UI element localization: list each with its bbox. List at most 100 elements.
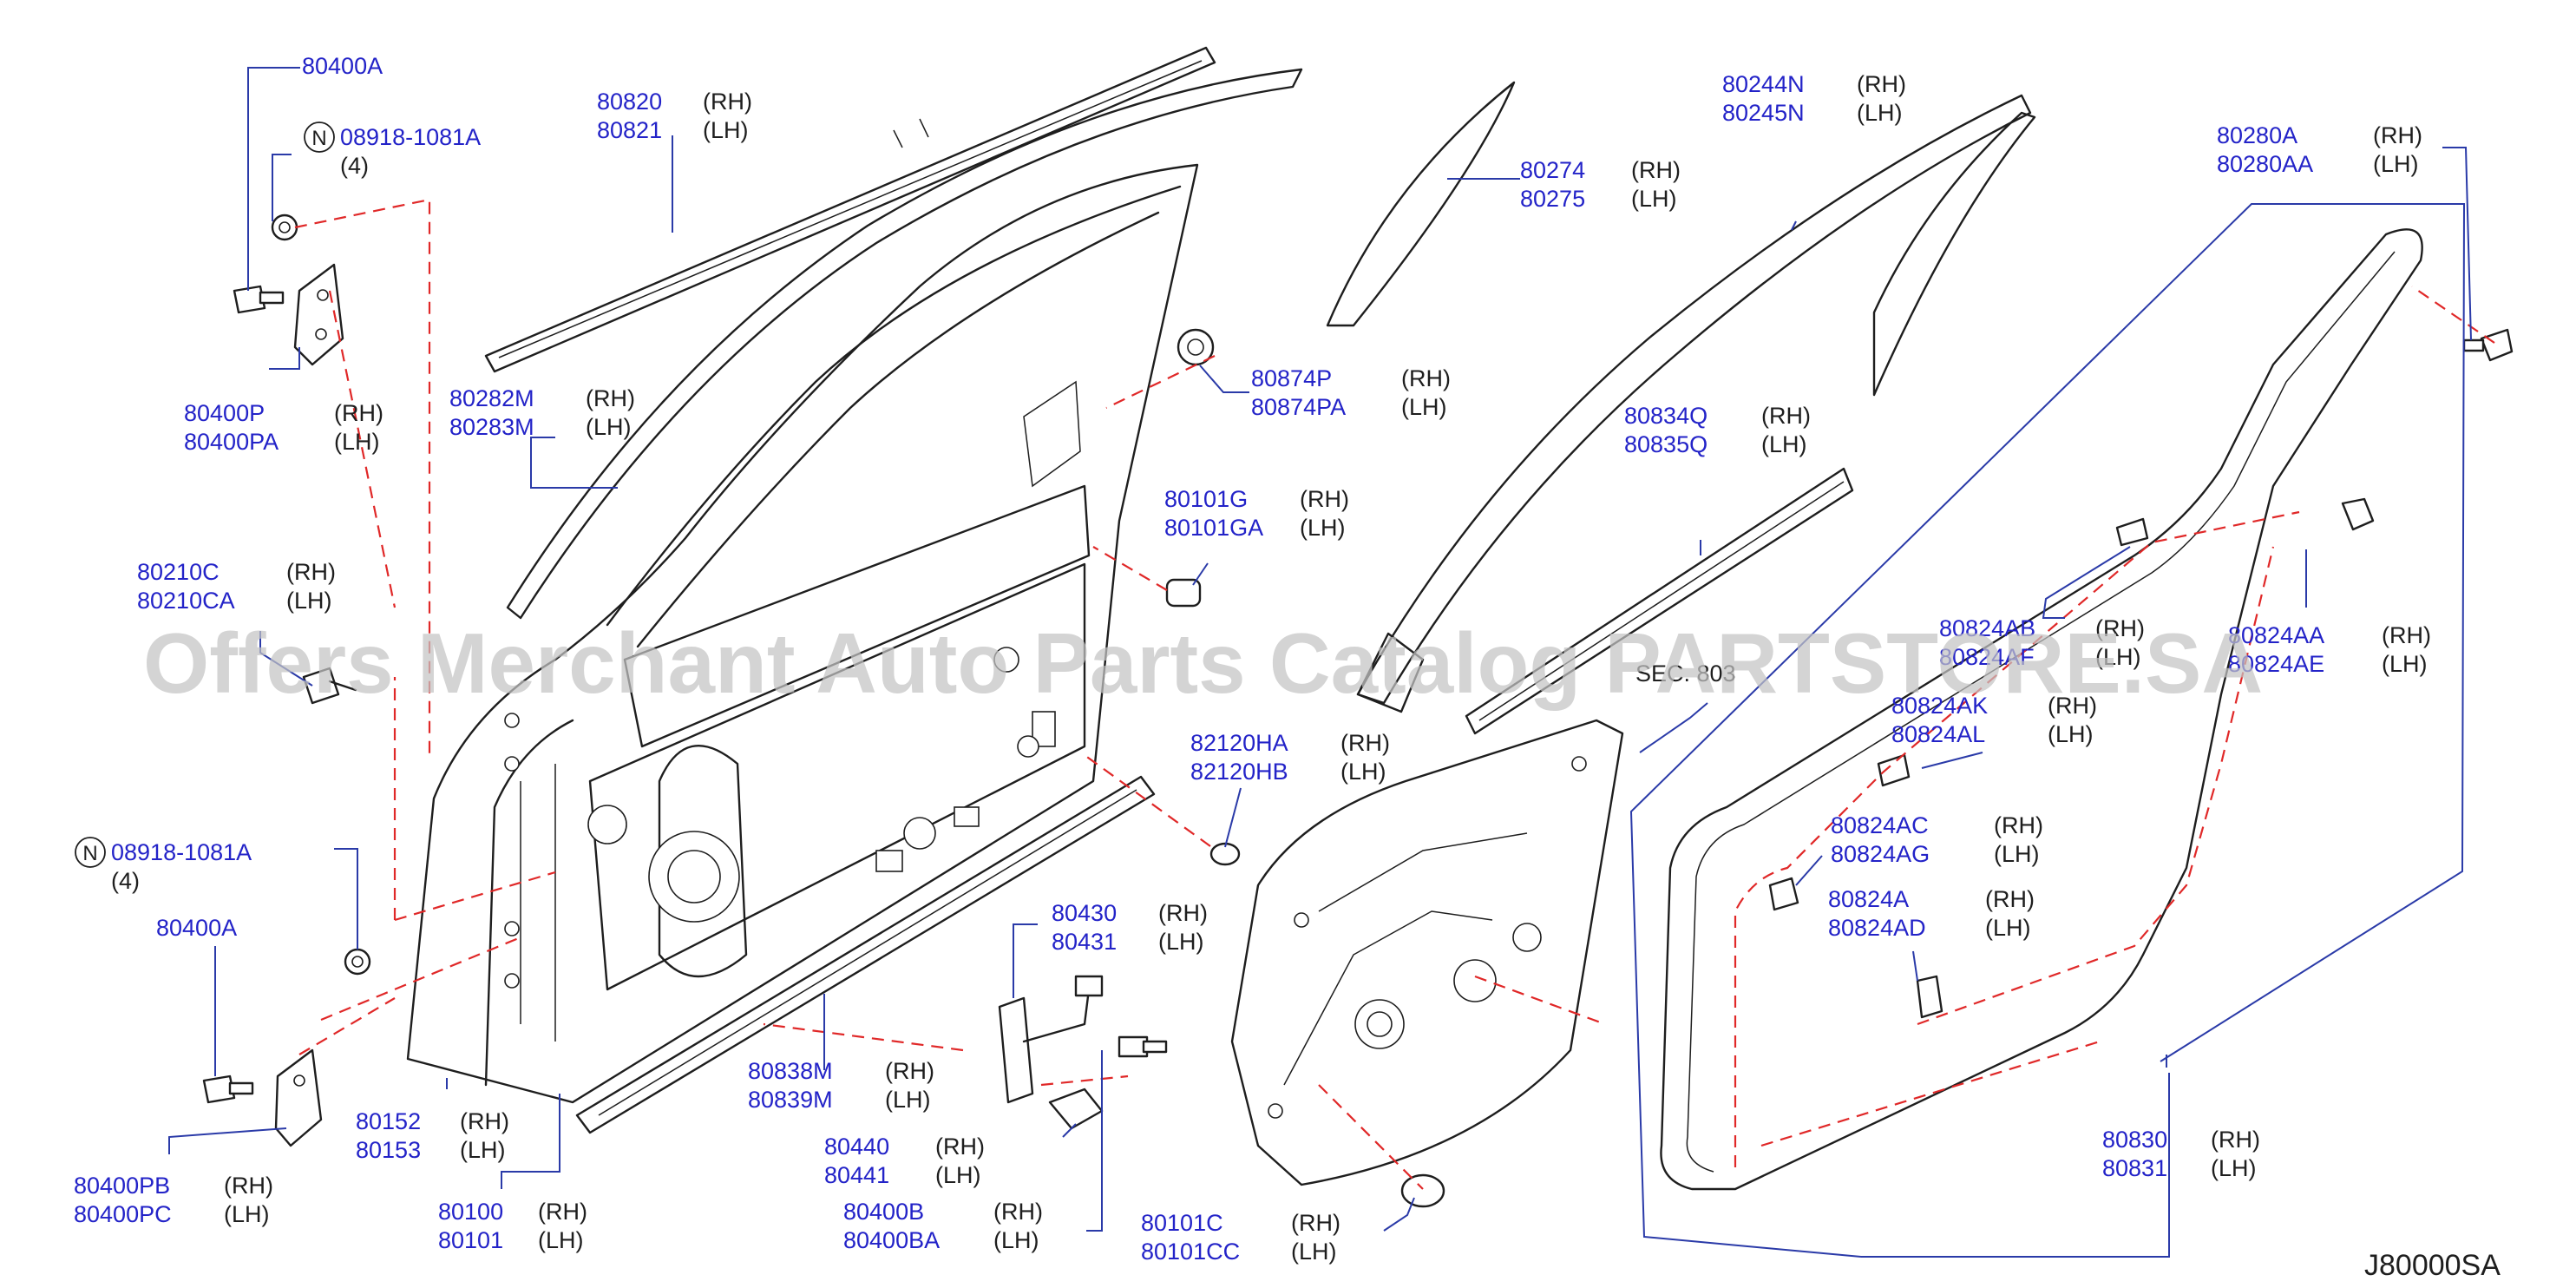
side-indicator: (LH) xyxy=(2095,644,2141,670)
diagram-code: J80000SA xyxy=(2364,1249,2501,1282)
side-indicator: (RH) xyxy=(2373,122,2422,148)
part-number: 80400A xyxy=(302,53,383,79)
side-indicator: (LH) xyxy=(1340,759,1386,785)
part-number: 80153 xyxy=(356,1137,421,1163)
side-indicator: (RH) xyxy=(1994,812,2043,838)
plug-part xyxy=(1209,842,1241,866)
part-number: 80824AG xyxy=(1831,841,1930,867)
side-indicator: (LH) xyxy=(1761,431,1807,457)
side-indicator: (LH) xyxy=(1291,1239,1337,1265)
part-number: 80839M xyxy=(748,1087,833,1113)
part-number: 80824AL xyxy=(1891,721,1985,747)
part-number: 80820 xyxy=(597,89,662,115)
hidden-lines xyxy=(294,198,2495,1190)
clip-80824AB-part xyxy=(2115,517,2149,547)
frame-garnish-part xyxy=(1326,81,1516,327)
part-number: 80430 xyxy=(1052,900,1117,926)
side-indicator: (RH) xyxy=(538,1199,587,1225)
part-number: 08918-1081A xyxy=(111,839,252,865)
side-indicator: (LH) xyxy=(286,588,332,614)
part-number: 80245N xyxy=(1722,100,1805,126)
part-number: 80274 xyxy=(1520,157,1585,183)
part-number: 80824AE xyxy=(2228,651,2324,677)
side-indicator: (RH) xyxy=(2095,615,2145,641)
side-indicator: (LH) xyxy=(460,1137,506,1163)
side-indicator: (RH) xyxy=(2211,1127,2260,1153)
side-indicator: (LH) xyxy=(224,1201,270,1227)
clip-80280A-part xyxy=(2462,328,2514,362)
side-indicator: (LH) xyxy=(1401,394,1447,420)
upper-hinge-nut-part xyxy=(271,214,298,241)
n-symbol-circle-icon xyxy=(304,122,335,153)
part-number: 80400A xyxy=(156,915,237,941)
part-number: 80824AK xyxy=(1891,693,1988,719)
window-moulding-outer-part xyxy=(484,46,1216,373)
side-indicator: (LH) xyxy=(1985,915,2031,941)
part-number: 80835Q xyxy=(1624,431,1708,457)
cap-part xyxy=(1048,1088,1104,1130)
side-indicator: (LH) xyxy=(1631,186,1677,212)
part-number: 80824AD xyxy=(1828,915,1926,941)
part-number: 80101 xyxy=(438,1227,503,1253)
leader-lines xyxy=(168,67,2472,1258)
side-indicator: (RH) xyxy=(1401,365,1451,391)
clip-80824AK-part xyxy=(1877,753,1911,787)
side-indicator: (RH) xyxy=(1761,403,1811,429)
part-number: 82120HA xyxy=(1190,730,1288,756)
side-indicator: (RH) xyxy=(1857,71,1906,97)
side-indicator: (RH) xyxy=(2048,693,2097,719)
side-indicator: (LH) xyxy=(586,414,632,440)
check-link-assy-part xyxy=(998,975,1104,1104)
part-number: 80400PA xyxy=(184,429,279,455)
n-symbol: N xyxy=(82,842,97,865)
side-indicator: (RH) xyxy=(460,1108,509,1134)
callout-c1: 80400A xyxy=(302,53,383,79)
part-number: 80152 xyxy=(356,1108,421,1134)
part-number: 80824AA xyxy=(2228,622,2324,648)
part-number: 80400PC xyxy=(74,1201,172,1227)
side-indicator: (LH) xyxy=(935,1162,981,1188)
lower-hinge-part xyxy=(274,1048,323,1147)
quantity: (4) xyxy=(340,153,369,179)
part-number: 80400PB xyxy=(74,1173,170,1199)
part-number: 80280A xyxy=(2217,122,2297,148)
part-number: 80441 xyxy=(824,1162,889,1188)
part-number: 80282M xyxy=(449,385,534,411)
part-number: 80400BA xyxy=(843,1227,940,1253)
part-number: 80824AB xyxy=(1939,615,2035,641)
part-number: 82120HB xyxy=(1190,759,1288,785)
part-number: 80874PA xyxy=(1251,394,1346,420)
door-check-bolt-part xyxy=(1118,1035,1168,1058)
side-indicator: (LH) xyxy=(2373,151,2419,177)
part-number: 80821 xyxy=(597,117,662,143)
side-indicator: (RH) xyxy=(703,89,752,115)
part-number: 80101GA xyxy=(1164,515,1263,541)
side-indicator: (RH) xyxy=(935,1134,985,1160)
side-indicator: (LH) xyxy=(2211,1155,2257,1181)
sash-moulding-part xyxy=(506,68,1303,620)
side-indicator: (RH) xyxy=(1631,157,1681,183)
side-indicator: (LH) xyxy=(885,1087,931,1113)
part-number: 80400B xyxy=(843,1199,924,1225)
lower-moulding-part xyxy=(575,775,1156,1134)
part-number: 80244N xyxy=(1722,71,1805,97)
side-indicator: (LH) xyxy=(993,1227,1039,1253)
part-number: 80824AF xyxy=(1939,644,2035,670)
part-number: 80838M xyxy=(748,1058,833,1084)
